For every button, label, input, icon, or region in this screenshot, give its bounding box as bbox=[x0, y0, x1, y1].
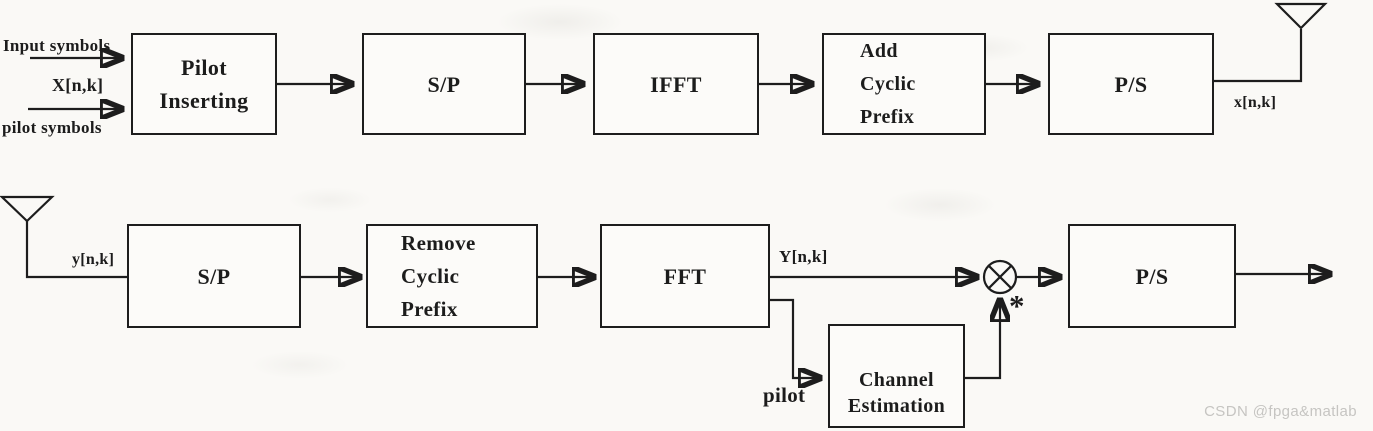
antenna-icon bbox=[1274, 2, 1328, 30]
block-rx-parallel-to-serial: P/S bbox=[1068, 224, 1236, 328]
block-tx-parallel-to-serial: P/S bbox=[1048, 33, 1214, 135]
block-ifft: IFFT bbox=[593, 33, 759, 135]
label-pilot-symbols: pilot symbols bbox=[2, 118, 102, 137]
rx-chanest-to-multiplier-arrow bbox=[965, 300, 1000, 380]
block-tx-serial-to-parallel: S/P bbox=[362, 33, 526, 135]
watermark: CSDN @fpga&matlab bbox=[1204, 403, 1357, 420]
block-remove-cyclic-prefix: Remove Cyclic Prefix bbox=[366, 224, 538, 328]
antenna-icon bbox=[0, 195, 55, 223]
block-channel-estimation: Channel Estimation bbox=[828, 324, 965, 428]
block-fft: FFT bbox=[600, 224, 770, 328]
block-pilot-inserting: Pilot Inserting bbox=[131, 33, 277, 135]
rx-antenna-to-sp-wire bbox=[25, 221, 127, 279]
block-rx-serial-to-parallel: S/P bbox=[127, 224, 301, 328]
label-y-nk: Y[n,k] bbox=[779, 247, 828, 266]
label-x-nk: X[n,k] bbox=[52, 75, 104, 95]
label-pilot: pilot bbox=[763, 383, 806, 407]
label-x-out: x[n,k] bbox=[1234, 94, 1277, 111]
rx-wires bbox=[0, 195, 1330, 380]
label-y-in: y[n,k] bbox=[72, 251, 115, 268]
block-add-cyclic-prefix: Add Cyclic Prefix bbox=[822, 33, 986, 135]
tx-wires bbox=[28, 2, 1328, 109]
tx-ps-to-antenna-wire bbox=[1214, 29, 1303, 83]
label-input-symbols: Input symbols bbox=[3, 36, 111, 55]
rx-fft-pilot-branch-arrow bbox=[770, 298, 820, 378]
label-conjugate-star: * bbox=[1009, 288, 1025, 323]
